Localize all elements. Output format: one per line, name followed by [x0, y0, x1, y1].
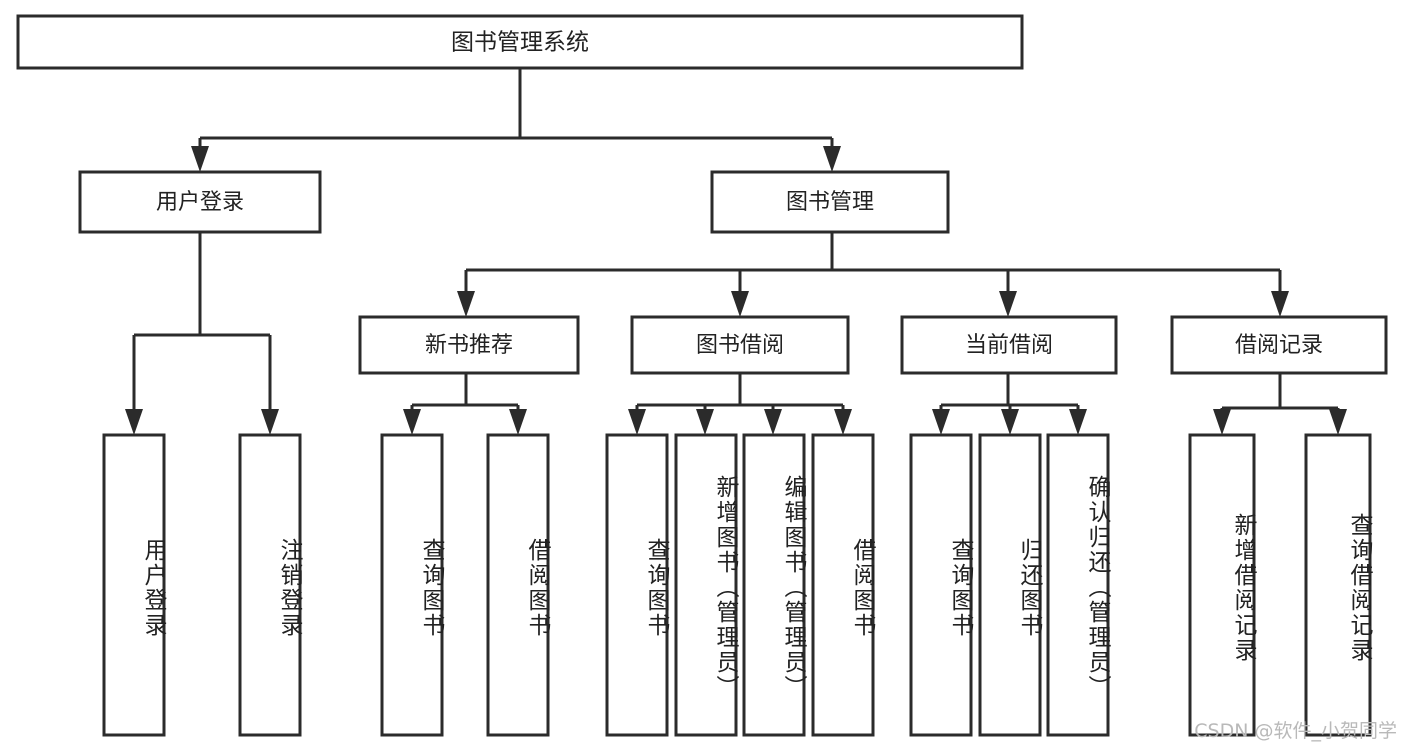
connector-bookborrow-to-leaves: [628, 373, 852, 435]
node-label-root-title: 图书管理系统: [451, 30, 589, 56]
arrow-head-icon: [1329, 409, 1347, 435]
node-leaf-rec-query-book[interactable]: [380, 433, 444, 737]
connector-bookmanage-to-row3: [457, 232, 1289, 317]
arrow-head-icon: [1271, 291, 1289, 317]
node-leaf-borrow-edit-book[interactable]: [742, 433, 806, 737]
node-leaf-rec-borrow-book[interactable]: [486, 433, 550, 737]
arrow-head-icon: [696, 409, 714, 435]
arrow-head-icon: [261, 409, 279, 435]
arrow-head-icon: [1001, 409, 1019, 435]
arrow-head-icon: [932, 409, 950, 435]
node-leaf-record-query[interactable]: [1304, 433, 1372, 737]
connector-newbook-to-leaves: [403, 373, 527, 435]
arrow-head-icon: [823, 146, 841, 172]
arrow-head-icon: [1069, 409, 1087, 435]
connector-root-to-row2: [191, 68, 841, 172]
arrow-head-icon: [125, 409, 143, 435]
arrow-head-icon: [403, 409, 421, 435]
arrow-head-icon: [731, 291, 749, 317]
node-leaf-borrow-borrow-book[interactable]: [811, 433, 875, 737]
node-book-manage[interactable]: 图书管理: [710, 170, 950, 234]
node-label-new-book-recommend: 新书推荐: [425, 333, 513, 358]
node-root-title[interactable]: 图书管理系统: [16, 14, 1024, 70]
node-label-user-login: 用户登录: [156, 190, 244, 215]
node-current-borrow[interactable]: 当前借阅: [900, 315, 1118, 375]
node-leaf-record-add[interactable]: [1188, 433, 1256, 737]
arrow-head-icon: [764, 409, 782, 435]
node-label-book-manage: 图书管理: [786, 190, 874, 215]
node-leaf-user-login[interactable]: [102, 433, 166, 737]
node-leaf-borrow-add-book[interactable]: [674, 433, 738, 737]
node-new-book-recommend[interactable]: 新书推荐: [358, 315, 580, 375]
node-borrow-record[interactable]: 借阅记录: [1170, 315, 1388, 375]
node-leaf-cur-return-book[interactable]: [978, 433, 1042, 737]
arrow-head-icon: [628, 409, 646, 435]
arrow-head-icon: [1213, 409, 1231, 435]
connector-borrowrecord-to-leaves: [1213, 373, 1347, 435]
arrow-head-icon: [834, 409, 852, 435]
node-label-borrow-record: 借阅记录: [1235, 333, 1323, 358]
arrow-head-icon: [457, 291, 475, 317]
node-leaf-logout[interactable]: [238, 433, 302, 737]
connector-userlogin-to-leaves: [125, 232, 279, 435]
arrow-head-icon: [191, 146, 209, 172]
arrow-head-icon: [999, 291, 1017, 317]
node-leaf-cur-confirm-return[interactable]: [1046, 433, 1110, 737]
node-label-book-borrow: 图书借阅: [696, 333, 784, 358]
node-user-login[interactable]: 用户登录: [78, 170, 322, 234]
node-label-current-borrow: 当前借阅: [965, 333, 1053, 358]
connector-currentborrow-to-leaves: [932, 373, 1087, 435]
arrow-head-icon: [509, 409, 527, 435]
node-leaf-borrow-query-book[interactable]: [605, 433, 669, 737]
node-leaf-cur-query-book[interactable]: [909, 433, 973, 737]
node-book-borrow[interactable]: 图书借阅: [630, 315, 850, 375]
